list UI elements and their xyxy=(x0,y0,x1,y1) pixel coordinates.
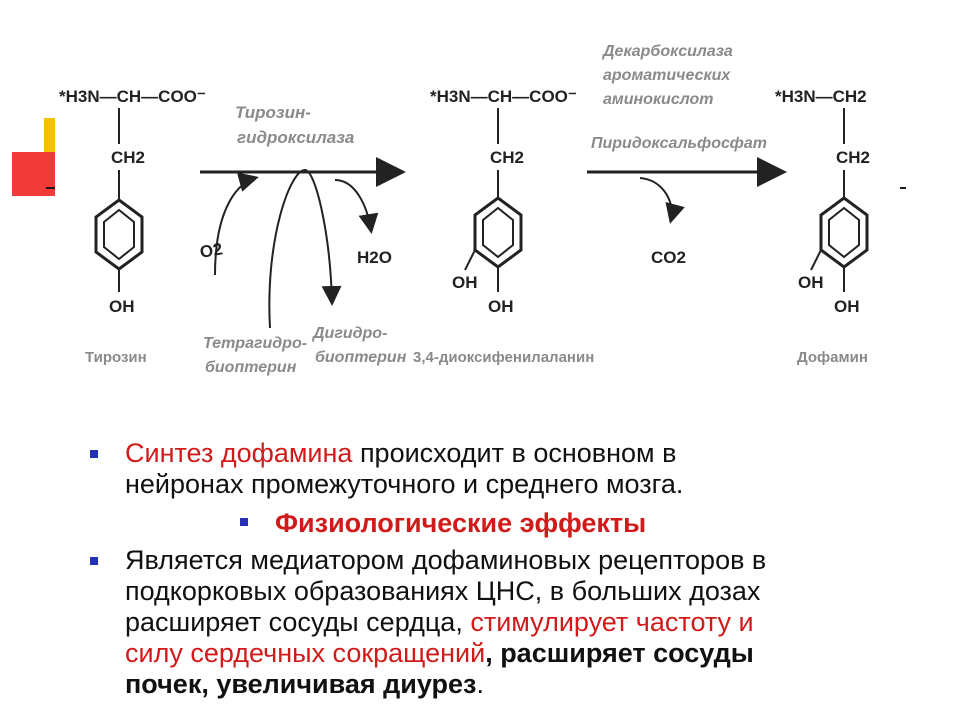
tyrosine-top-formula: *H3N—CH—COO⁻ xyxy=(59,87,206,106)
cofactor1-line2: биоптерин xyxy=(205,359,297,376)
o2-arrow xyxy=(214,172,259,276)
enzyme2-line3: аминокислот xyxy=(603,91,713,108)
paragraph-effects: Является медиатором дофаминовых рецептор… xyxy=(125,545,910,700)
dopa-oh1: OH xyxy=(452,273,478,292)
effects-line-4a: силу сердечных сокращений xyxy=(125,638,486,668)
tyrosine-oh: OH xyxy=(109,297,135,316)
dopa-name: 3,4-диоксифенилаланин xyxy=(413,349,594,366)
dopa-top-formula: *H3N—CH—COO⁻ xyxy=(430,87,577,106)
effects-line-5a: почек, увеличивая диурез xyxy=(125,669,477,699)
bullet-square-3 xyxy=(90,557,98,565)
effects-line-2: подкорковых образованиях ЦНС, в больших … xyxy=(125,576,761,606)
bullet-square-1 xyxy=(90,450,98,458)
decor-red-block xyxy=(12,152,58,196)
reaction-scheme: *H3N—CH—COO⁻ CH2 OH Тирозин Тирозин- гид… xyxy=(55,20,900,390)
cofactor1-line1: Тетрагидро- xyxy=(203,335,307,352)
cofactor3-label: Пиридоксальфосфат xyxy=(591,135,767,152)
dopa-ch2: CH2 xyxy=(490,148,524,167)
biopterin-arrow xyxy=(268,168,342,329)
h2o-label: H2O xyxy=(357,248,392,267)
co2-label: CO2 xyxy=(651,248,686,267)
effects-line-3a: расширяет сосуды сердца, xyxy=(125,607,471,637)
enzyme2-line2: ароматических xyxy=(603,67,731,84)
tyrosine-name: Тирозин xyxy=(85,349,147,366)
effects-heading: Физиологические эффекты xyxy=(275,508,647,538)
dopamine-top-formula: *H3N—CH2 xyxy=(775,87,867,106)
synthesis-red-text: Синтез дофамина xyxy=(125,438,353,468)
dopamine-structure: *H3N—CH2 CH2 OH OH Дофамин xyxy=(775,87,870,366)
effects-line-5b: . xyxy=(476,669,484,699)
synthesis-text-2: нейронах промежуточного и среднего мозга… xyxy=(125,469,684,499)
dopamine-oh1: OH xyxy=(798,273,824,292)
enzyme2-line1: Декарбоксилаза xyxy=(601,43,733,60)
enzyme1-line2: гидроксилаза xyxy=(237,128,354,147)
effects-line-4b: , расширяет сосуды xyxy=(485,638,754,668)
effects-line-1: Является медиатором дофаминовых рецептор… xyxy=(125,545,767,575)
effects-line-3b: стимулирует частоту и xyxy=(470,607,754,637)
cofactor2-line2: биоптерин xyxy=(315,349,407,366)
dopa-structure: *H3N—CH—COO⁻ CH2 OH OH 3,4-диоксифенилал… xyxy=(413,87,594,366)
dopamine-ch2: CH2 xyxy=(836,148,870,167)
co2-arrow xyxy=(639,177,685,224)
bullet-square-2 xyxy=(240,518,248,526)
tyrosine-ch2: CH2 xyxy=(111,148,145,167)
tyrosine-structure: *H3N—CH—COO⁻ CH2 OH Тирозин xyxy=(59,87,206,366)
h2o-arrow xyxy=(334,179,379,234)
o2-label: O2 xyxy=(198,239,224,262)
paragraph-synthesis: Синтез дофамина происходит в основном в … xyxy=(125,438,683,500)
dopa-oh2: OH xyxy=(488,297,514,316)
cofactor2-line1: Дигидро- xyxy=(311,325,387,342)
dopamine-oh2: OH xyxy=(834,297,860,316)
dopamine-name: Дофамин xyxy=(797,349,868,366)
enzyme1-line1: Тирозин- xyxy=(235,103,311,122)
synthesis-text-1: происходит в основном в xyxy=(352,438,677,468)
reaction-scheme-svg: *H3N—CH—COO⁻ CH2 OH Тирозин Тирозин- гид… xyxy=(59,43,870,376)
